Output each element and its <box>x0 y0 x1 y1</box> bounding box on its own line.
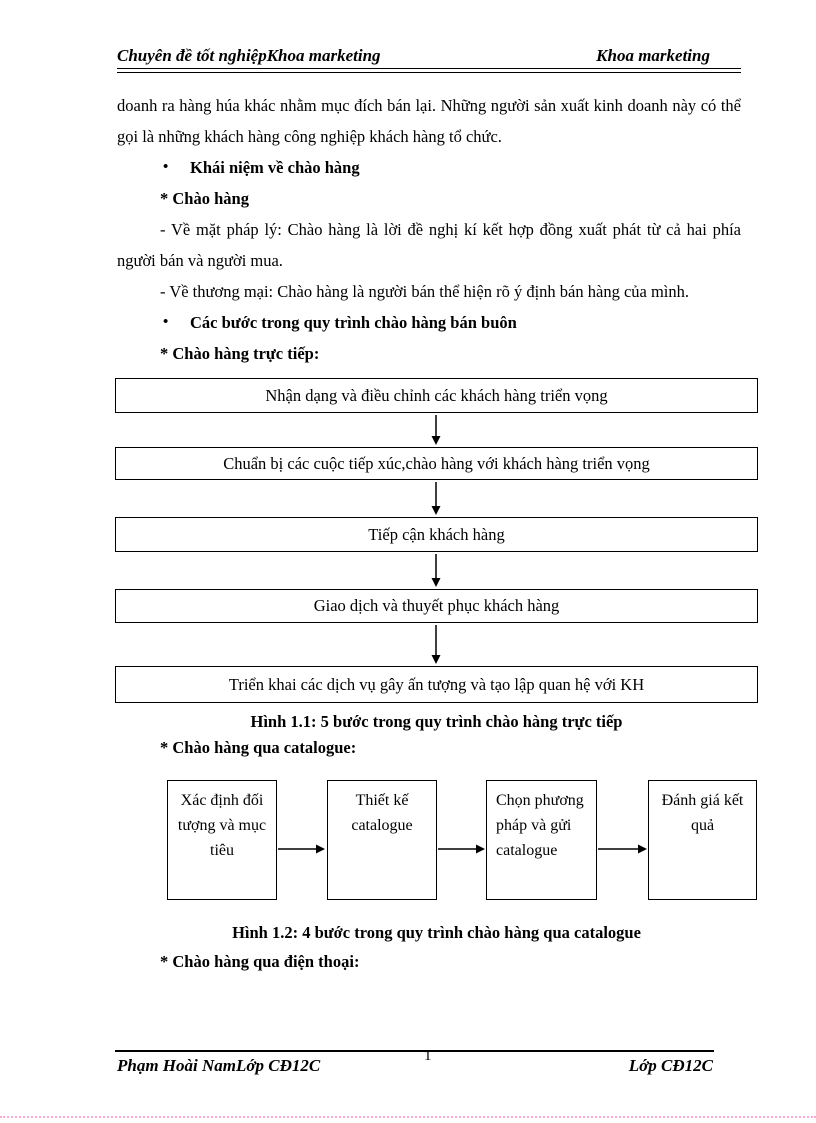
header-double-rule <box>117 68 741 73</box>
flowchart1-step-5: Triển khai các dịch vụ gây ấn tượng và t… <box>115 666 758 703</box>
flowchart1-step-4: Giao dịch và thuyết phục khách hàng <box>115 589 758 623</box>
footer-page-number: 1 <box>424 1048 432 1064</box>
subheading-chao-hang: * Chào hàng <box>160 189 249 208</box>
flowchart2-step-1: Xác định đối tượng và mục tiêu <box>167 780 277 900</box>
arrow-down-icon <box>431 625 441 664</box>
flowchart1-step-2: Chuẩn bị các cuộc tiếp xúc,chào hàng với… <box>115 447 758 480</box>
header-left-title: Chuyên đề tốt nghiệpKhoa marketing <box>117 46 381 65</box>
bullet-icon: • <box>163 159 169 175</box>
arrow-right-icon <box>278 844 325 854</box>
flowchart2-step-2: Thiết kế catalogue <box>327 780 437 900</box>
bullet-icon: • <box>163 314 169 330</box>
page-break-dotted-line <box>0 1116 816 1118</box>
bullet-item-label: Khái niệm về chào hàng <box>190 158 360 177</box>
arrow-right-icon <box>438 844 485 854</box>
flowchart1-step-3: Tiếp cận khách hàng <box>115 517 758 552</box>
subheading-catalogue: * Chào hàng qua catalogue: <box>160 738 357 757</box>
paragraph-legal: - Về mặt pháp lý: Chào hàng là lời đề ng… <box>117 220 741 270</box>
bullet-item-concept: • Khái niệm về chào hàng <box>117 152 741 183</box>
header-right-title: Khoa marketing <box>596 46 710 65</box>
footer-class: Lớp CĐ12C <box>628 1056 713 1075</box>
bullet-item-label: Các bước trong quy trình chào hàng bán b… <box>190 313 517 332</box>
figure2-caption: Hình 1.2: 4 bước trong quy trình chào hà… <box>232 923 641 942</box>
subheading-phone: * Chào hàng qua điện thoại: <box>160 952 360 971</box>
paragraph-commercial: - Về thương mại: Chào hàng là người bán … <box>160 282 690 301</box>
arrow-down-icon <box>431 554 441 587</box>
flowchart1-step-1: Nhận dạng và điều chỉnh các khách hàng t… <box>115 378 758 413</box>
body-text: doanh ra hàng húa khác nhằm mục đích bán… <box>117 90 741 369</box>
flowchart2-step-4: Đánh giá kết quả <box>648 780 757 900</box>
flowchart2-step-3: Chọn phương pháp và gửi catalogue <box>486 780 597 900</box>
subheading-direct: * Chào hàng trực tiếp: <box>160 344 320 363</box>
arrow-down-icon <box>431 482 441 515</box>
paragraph-intro: doanh ra hàng húa khác nhằm mục đích bán… <box>117 96 741 146</box>
arrow-right-icon <box>598 844 647 854</box>
footer-rule <box>115 1050 714 1052</box>
bullet-item-steps: • Các bước trong quy trình chào hàng bán … <box>117 307 741 338</box>
footer-author: Phạm Hoài NamLớp CĐ12C <box>117 1056 321 1075</box>
arrow-down-icon <box>431 415 441 445</box>
figure1-caption: Hình 1.1: 5 bước trong quy trình chào hà… <box>250 712 623 731</box>
